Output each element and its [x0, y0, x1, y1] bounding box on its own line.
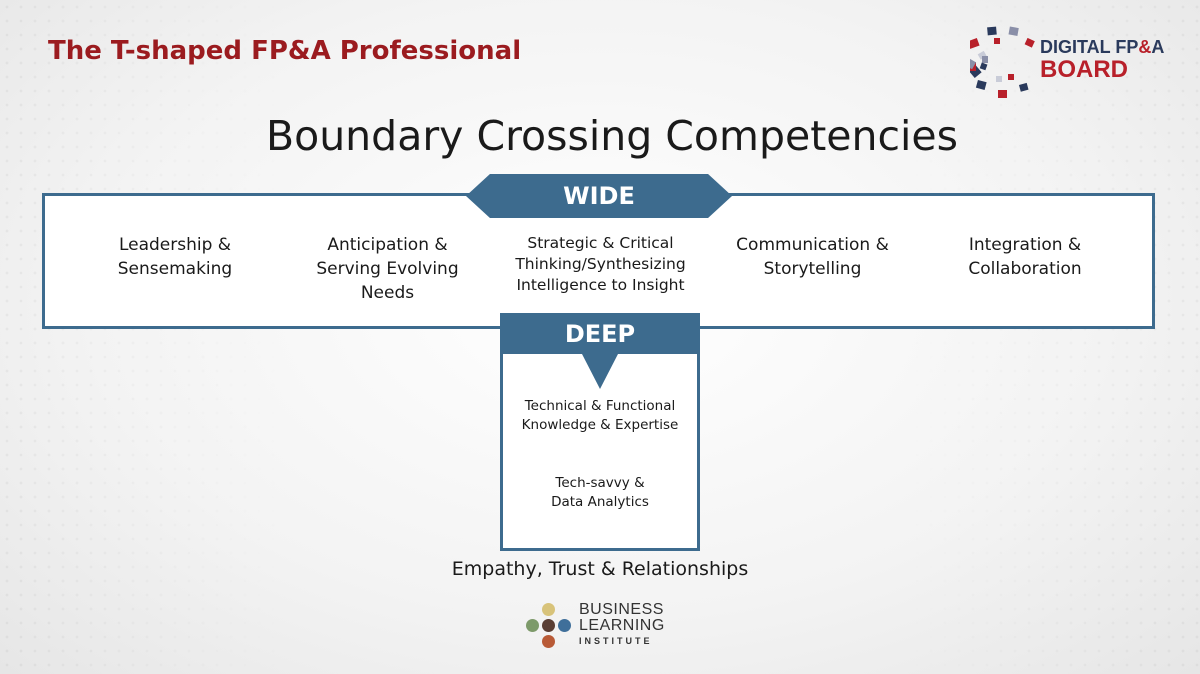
competency-anticipation: Anticipation & Serving Evolving Needs [316, 235, 459, 303]
business-learning-institute-logo: BUSINESS LEARNING INSTITUTE [524, 600, 684, 652]
bli-text: BUSINESS LEARNING INSTITUTE [579, 602, 665, 648]
bli-dot-gold-icon [542, 603, 555, 616]
bli-line2: LEARNING [579, 617, 665, 634]
logo-text: DIGITAL FP&A BOARD [1040, 38, 1164, 82]
bli-line1: BUSINESS [579, 601, 664, 618]
logo-emblem-icon [964, 26, 1035, 98]
main-heading: Boundary Crossing Competencies [265, 112, 958, 160]
logo-line1-main: DIGITAL FP [1040, 37, 1139, 57]
competency-communication: Communication & Storytelling [736, 235, 889, 279]
competency-leadership: Leadership & Sensemaking [117, 235, 233, 279]
logo-line2: BOARD [1040, 56, 1128, 83]
bli-line3: INSTITUTE [579, 636, 653, 646]
wide-label: WIDE [563, 182, 635, 210]
wide-banner: WIDE [466, 174, 732, 218]
foundation-text: Empathy, Trust & Relationships [451, 558, 749, 580]
logo-line1: DIGITAL FP&A [1040, 38, 1164, 56]
bli-dot-brown-icon [542, 619, 555, 632]
bli-dot-green-icon [526, 619, 539, 632]
slide-title: The T-shaped FP&A Professional [48, 36, 522, 66]
logo-line1-amp: & [1138, 37, 1152, 57]
logo-line1-end: A [1151, 37, 1165, 57]
competency-integration: Integration & Collaboration [968, 235, 1082, 279]
bli-dot-blue-icon [558, 619, 571, 632]
bli-dot-orange-icon [542, 635, 555, 648]
deep-item-tech-savvy: Tech-savvy & Data Analytics [551, 475, 649, 510]
deep-label: DEEP [564, 320, 636, 348]
deep-item-technical: Technical & Functional Knowledge & Exper… [521, 398, 679, 433]
competency-strategic-thinking: Strategic & Critical Thinking/Synthesizi… [515, 234, 686, 294]
digital-fpa-board-logo: DIGITAL FP&A BOARD [964, 20, 1175, 100]
